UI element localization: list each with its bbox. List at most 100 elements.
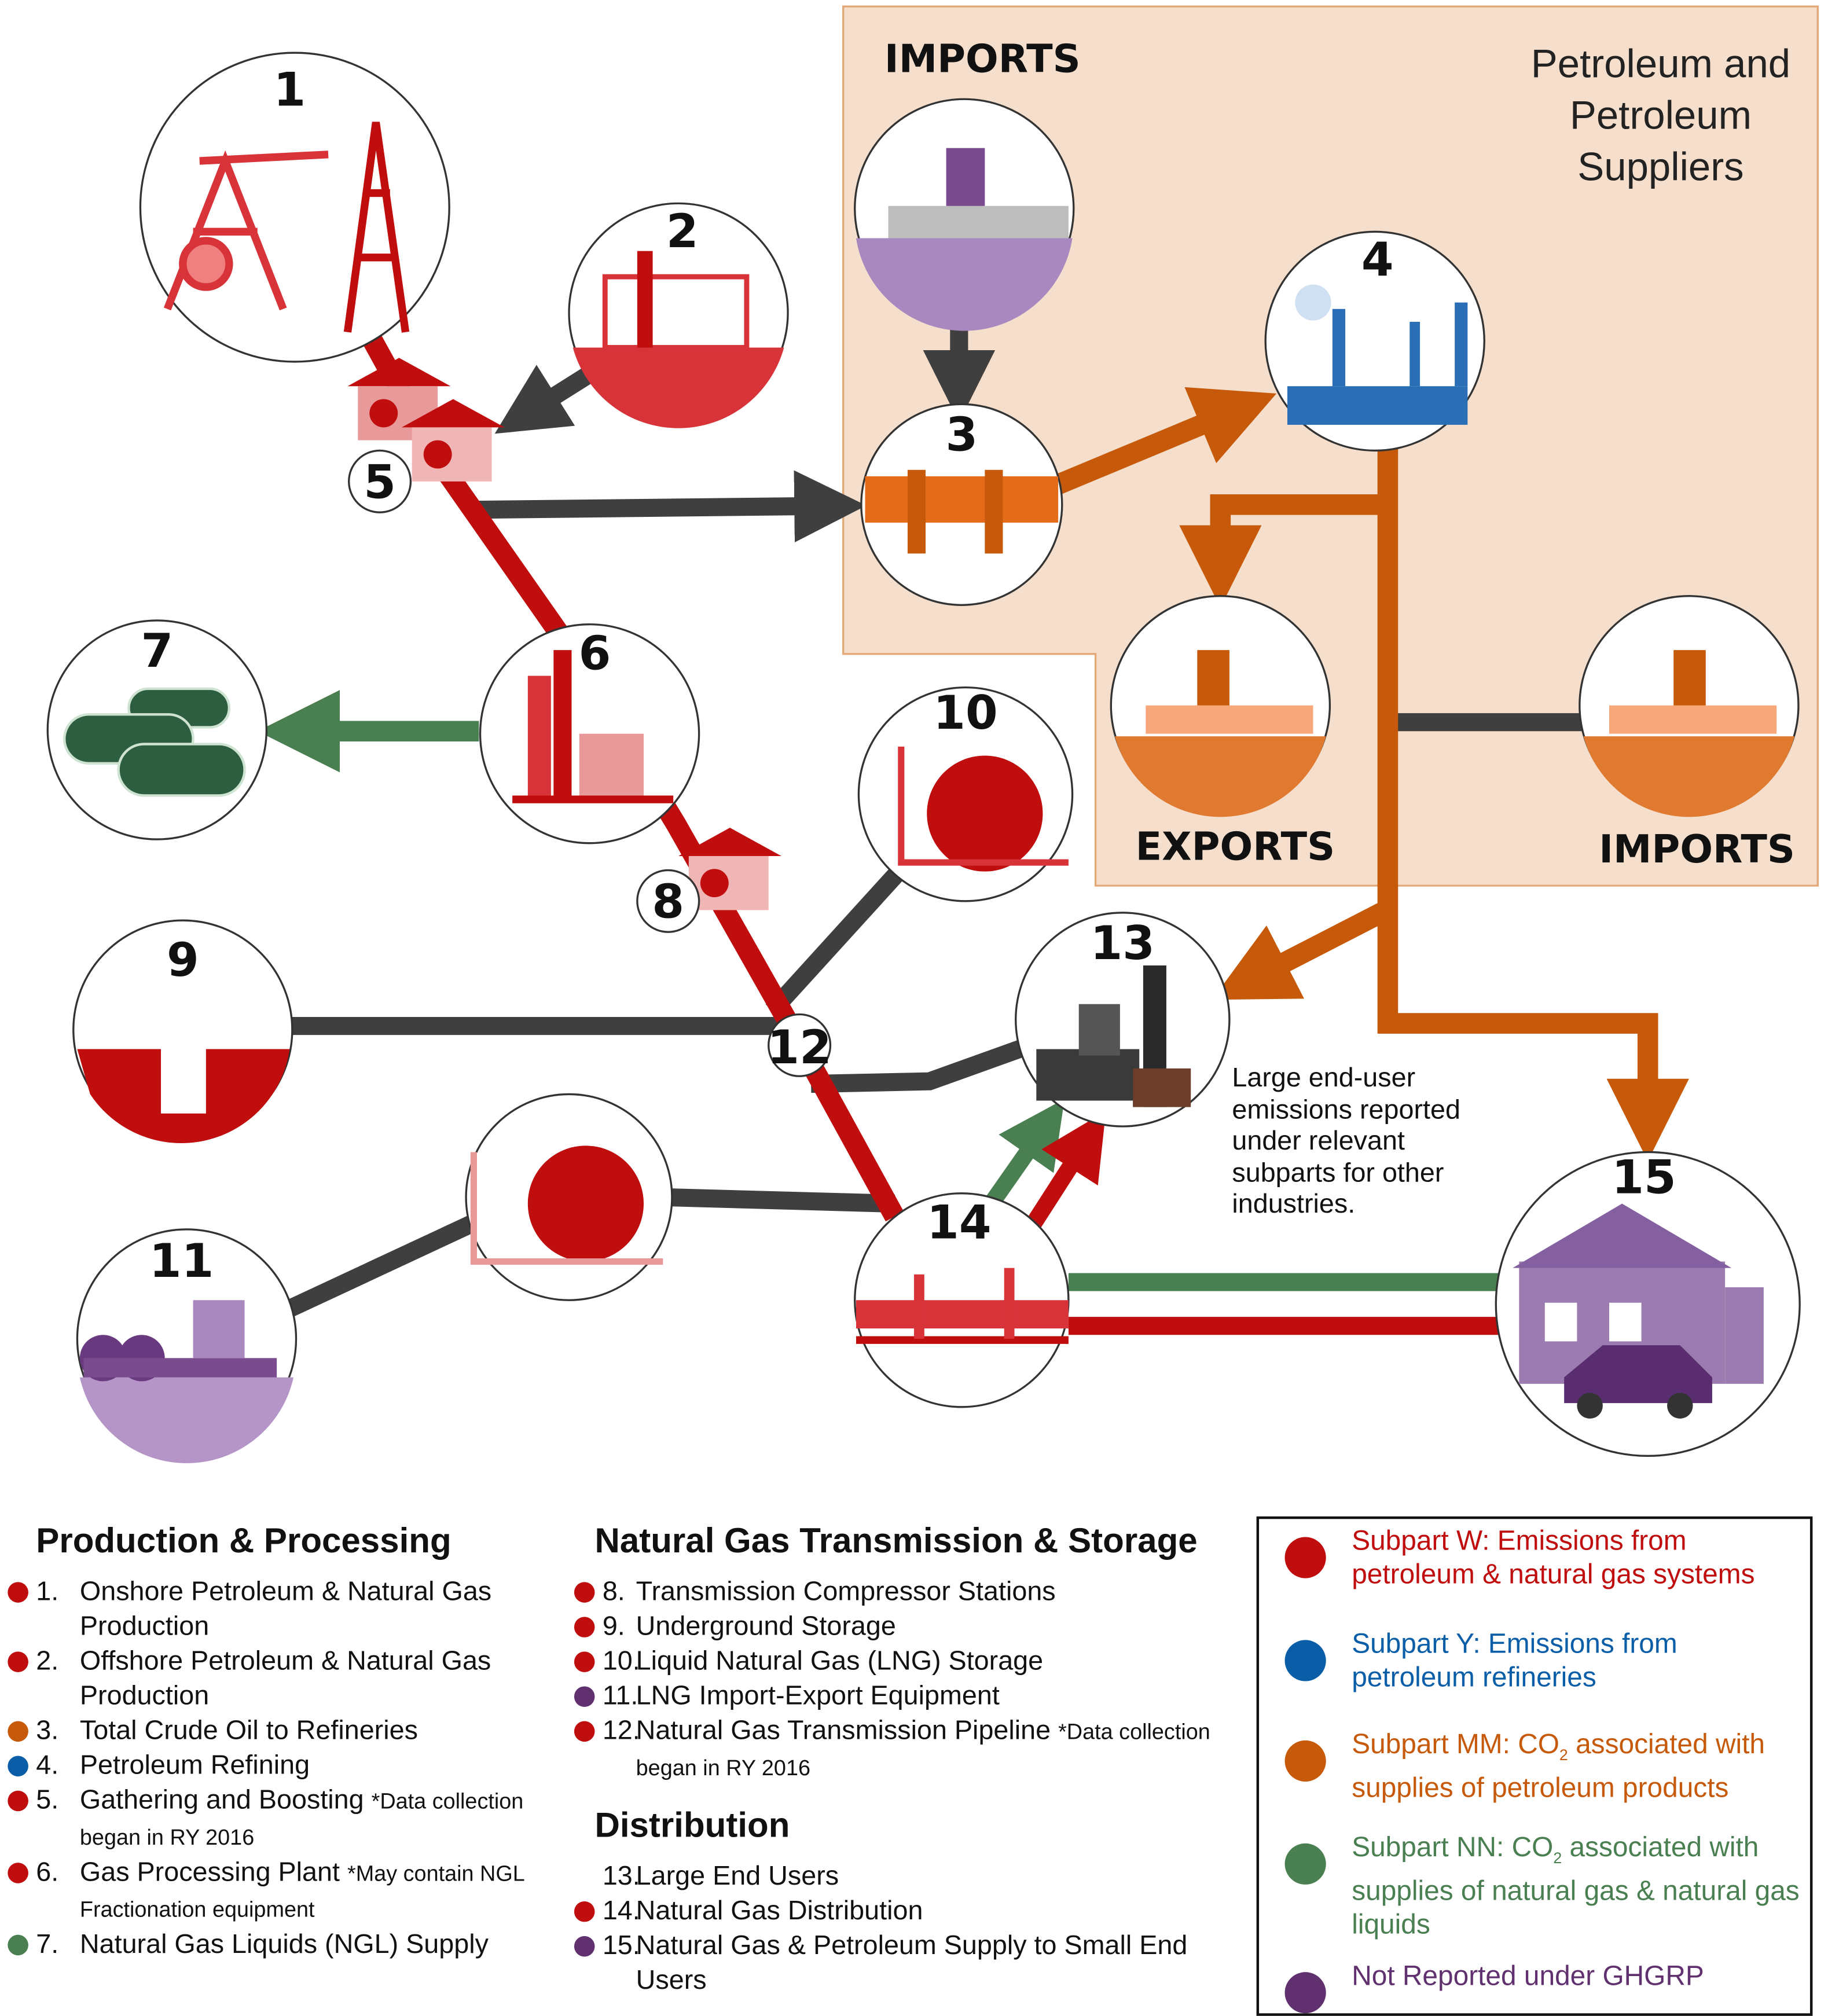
list-item: 9.Underground Storage — [567, 1609, 1239, 1644]
list-item: 8. Transmission Compressor Stations — [567, 1574, 1239, 1609]
status-dot — [574, 1617, 595, 1637]
list-item: 1. Onshore Petroleum & Natural Gas Produc… — [0, 1574, 564, 1644]
list-item: 13.Large End Users — [567, 1859, 1239, 1893]
status-dot — [8, 1863, 28, 1883]
item-label: Transmission Compressor Stations — [636, 1577, 1056, 1607]
refinery-icon — [1287, 284, 1468, 425]
node-12-marker — [768, 1013, 832, 1077]
status-dot — [8, 1582, 28, 1603]
item-label: Onshore Petroleum & Natural Gas Producti… — [79, 1577, 492, 1642]
green-14-to-13 — [984, 1099, 1065, 1209]
legend-box: Subpart W: Emissions from petroleum & na… — [1256, 1516, 1813, 2016]
node-11-number: 11 — [149, 1234, 214, 1288]
node-6-number: 6 — [579, 626, 611, 680]
panel-title-line1: Petroleum and — [1531, 41, 1790, 86]
legend-dot — [1284, 1843, 1326, 1885]
legend-label: Not Reported under GHGRP — [1352, 1960, 1704, 1992]
item-number: 5. — [36, 1785, 59, 1815]
list-item: 5. Gathering and Boosting *Data collectio… — [0, 1783, 564, 1855]
item-label: Liquid Natural Gas (LNG) Storage — [636, 1646, 1044, 1676]
item-label: LNG Import-Export Equipment — [636, 1681, 1000, 1711]
panel-title-line2: Petroleum — [1570, 93, 1752, 137]
item-label: Natural Gas Transmission Pipeline — [636, 1716, 1051, 1746]
status-dot — [574, 1936, 595, 1957]
house-car-icon — [1513, 1203, 1764, 1419]
item-label: Offshore Petroleum & Natural Gas Product… — [79, 1646, 491, 1711]
transmission-storage-list: Natural Gas Transmission & Storage 8. Tra… — [574, 1521, 1238, 1998]
node-9-number: 9 — [167, 933, 199, 987]
status-dot — [574, 1901, 595, 1922]
node-13-number: 13 — [1091, 916, 1155, 970]
item-label: Underground Storage — [636, 1611, 896, 1642]
node-14-number: 14 — [927, 1195, 991, 1249]
item-number: 4. — [36, 1750, 59, 1780]
distribution-pipes-icon — [856, 1268, 1069, 1344]
status-dot — [574, 1721, 595, 1742]
item-number: 10. — [602, 1646, 640, 1676]
item-note: *Data collection began in RY 2016 — [79, 1789, 524, 1850]
item-label: Natural Gas Distribution — [636, 1896, 923, 1926]
underground-storage-icon — [77, 1049, 290, 1143]
pipe-10-to-12 — [765, 862, 908, 1017]
item-label: Natural Gas & Petroleum Supply to Small … — [636, 1931, 1188, 1996]
node-4-number: 4 — [1361, 233, 1394, 287]
orange-4-to-exports — [1179, 494, 1384, 608]
item-note: *Data collection began in RY 2016 — [636, 1720, 1210, 1780]
item-number: 1. — [36, 1577, 59, 1607]
lng-ship-icon — [79, 1300, 294, 1463]
list-item: 10.Liquid Natural Gas (LNG) Storage — [567, 1644, 1239, 1679]
imports-right-label: IMPORTS — [1599, 827, 1795, 872]
status-dot — [8, 1790, 28, 1812]
list-item: 14.Natural Gas Distribution — [567, 1894, 1239, 1929]
item-number: 8. — [602, 1577, 625, 1607]
item-label: Petroleum Refining — [79, 1750, 310, 1780]
item-number: 14. — [602, 1896, 640, 1926]
ngl-tanks-icon — [63, 687, 246, 797]
status-dot — [8, 1721, 28, 1742]
node-1-number: 1 — [274, 63, 306, 116]
status-dot — [574, 1686, 595, 1707]
node-10-number: 10 — [933, 686, 997, 740]
node-12-number: 12 — [767, 1020, 831, 1074]
node-7-number: 7 — [141, 624, 173, 678]
list-item: 2.Offshore Petroleum & Natural Gas Produ… — [0, 1644, 564, 1713]
item-label: Gas Processing Plant — [79, 1857, 340, 1888]
compressor-station-icon — [347, 358, 451, 440]
legend-label: Subpart MM: CO2 associated with supplies… — [1352, 1728, 1765, 1804]
status-dot — [8, 1651, 28, 1672]
production-heading: Production & Processing — [36, 1521, 452, 1560]
legend-label: Subpart NN: CO2 associated with supplies… — [1352, 1831, 1800, 1941]
item-note: *May contain NGL Fractionation equipment — [79, 1861, 524, 1922]
item-label: Natural Gas Liquids (NGL) Supply — [79, 1929, 489, 1959]
storage-tank-icon — [470, 1145, 663, 1265]
legend-dot — [1284, 1537, 1326, 1578]
item-number: 15. — [602, 1931, 640, 1961]
orange-4-to-13 — [1212, 902, 1389, 1000]
item-number: 12. — [602, 1716, 640, 1746]
compressor-station-icon — [401, 399, 505, 482]
node-5-number: 5 — [364, 456, 396, 509]
gray-pipes — [146, 315, 1586, 1319]
list-item: 4. Petroleum Refining — [0, 1748, 564, 1783]
legend-dot — [1284, 1740, 1326, 1782]
item-label: Total Crude Oil to Refineries — [79, 1716, 418, 1746]
pipe-2-to-5 — [494, 363, 600, 434]
item-number: 7. — [36, 1929, 59, 1959]
list-item: 15.Natural Gas & Petroleum Supply to Sma… — [567, 1929, 1239, 1998]
node-8-marker — [636, 869, 700, 933]
export-ship-icon — [1114, 650, 1326, 817]
orange-3-to-4 — [1049, 387, 1277, 497]
item-number: 6. — [36, 1857, 59, 1888]
status-dot — [8, 1934, 28, 1956]
exports-label: EXPORTS — [1136, 824, 1335, 869]
legend-dot — [1284, 1640, 1326, 1681]
list-item: 3.Total Crude Oil to Refineries — [0, 1713, 564, 1748]
legend-dot — [1284, 1972, 1326, 2014]
transmission-heading: Natural Gas Transmission & Storage — [594, 1521, 1198, 1560]
item-number: 11. — [602, 1681, 638, 1711]
list-item: 6. Gas Processing Plant *May contain NGL … — [0, 1855, 564, 1927]
item-number: 13. — [602, 1861, 640, 1892]
panel-title-line3: Suppliers — [1577, 144, 1743, 189]
item-label: Gathering and Boosting — [79, 1785, 364, 1815]
